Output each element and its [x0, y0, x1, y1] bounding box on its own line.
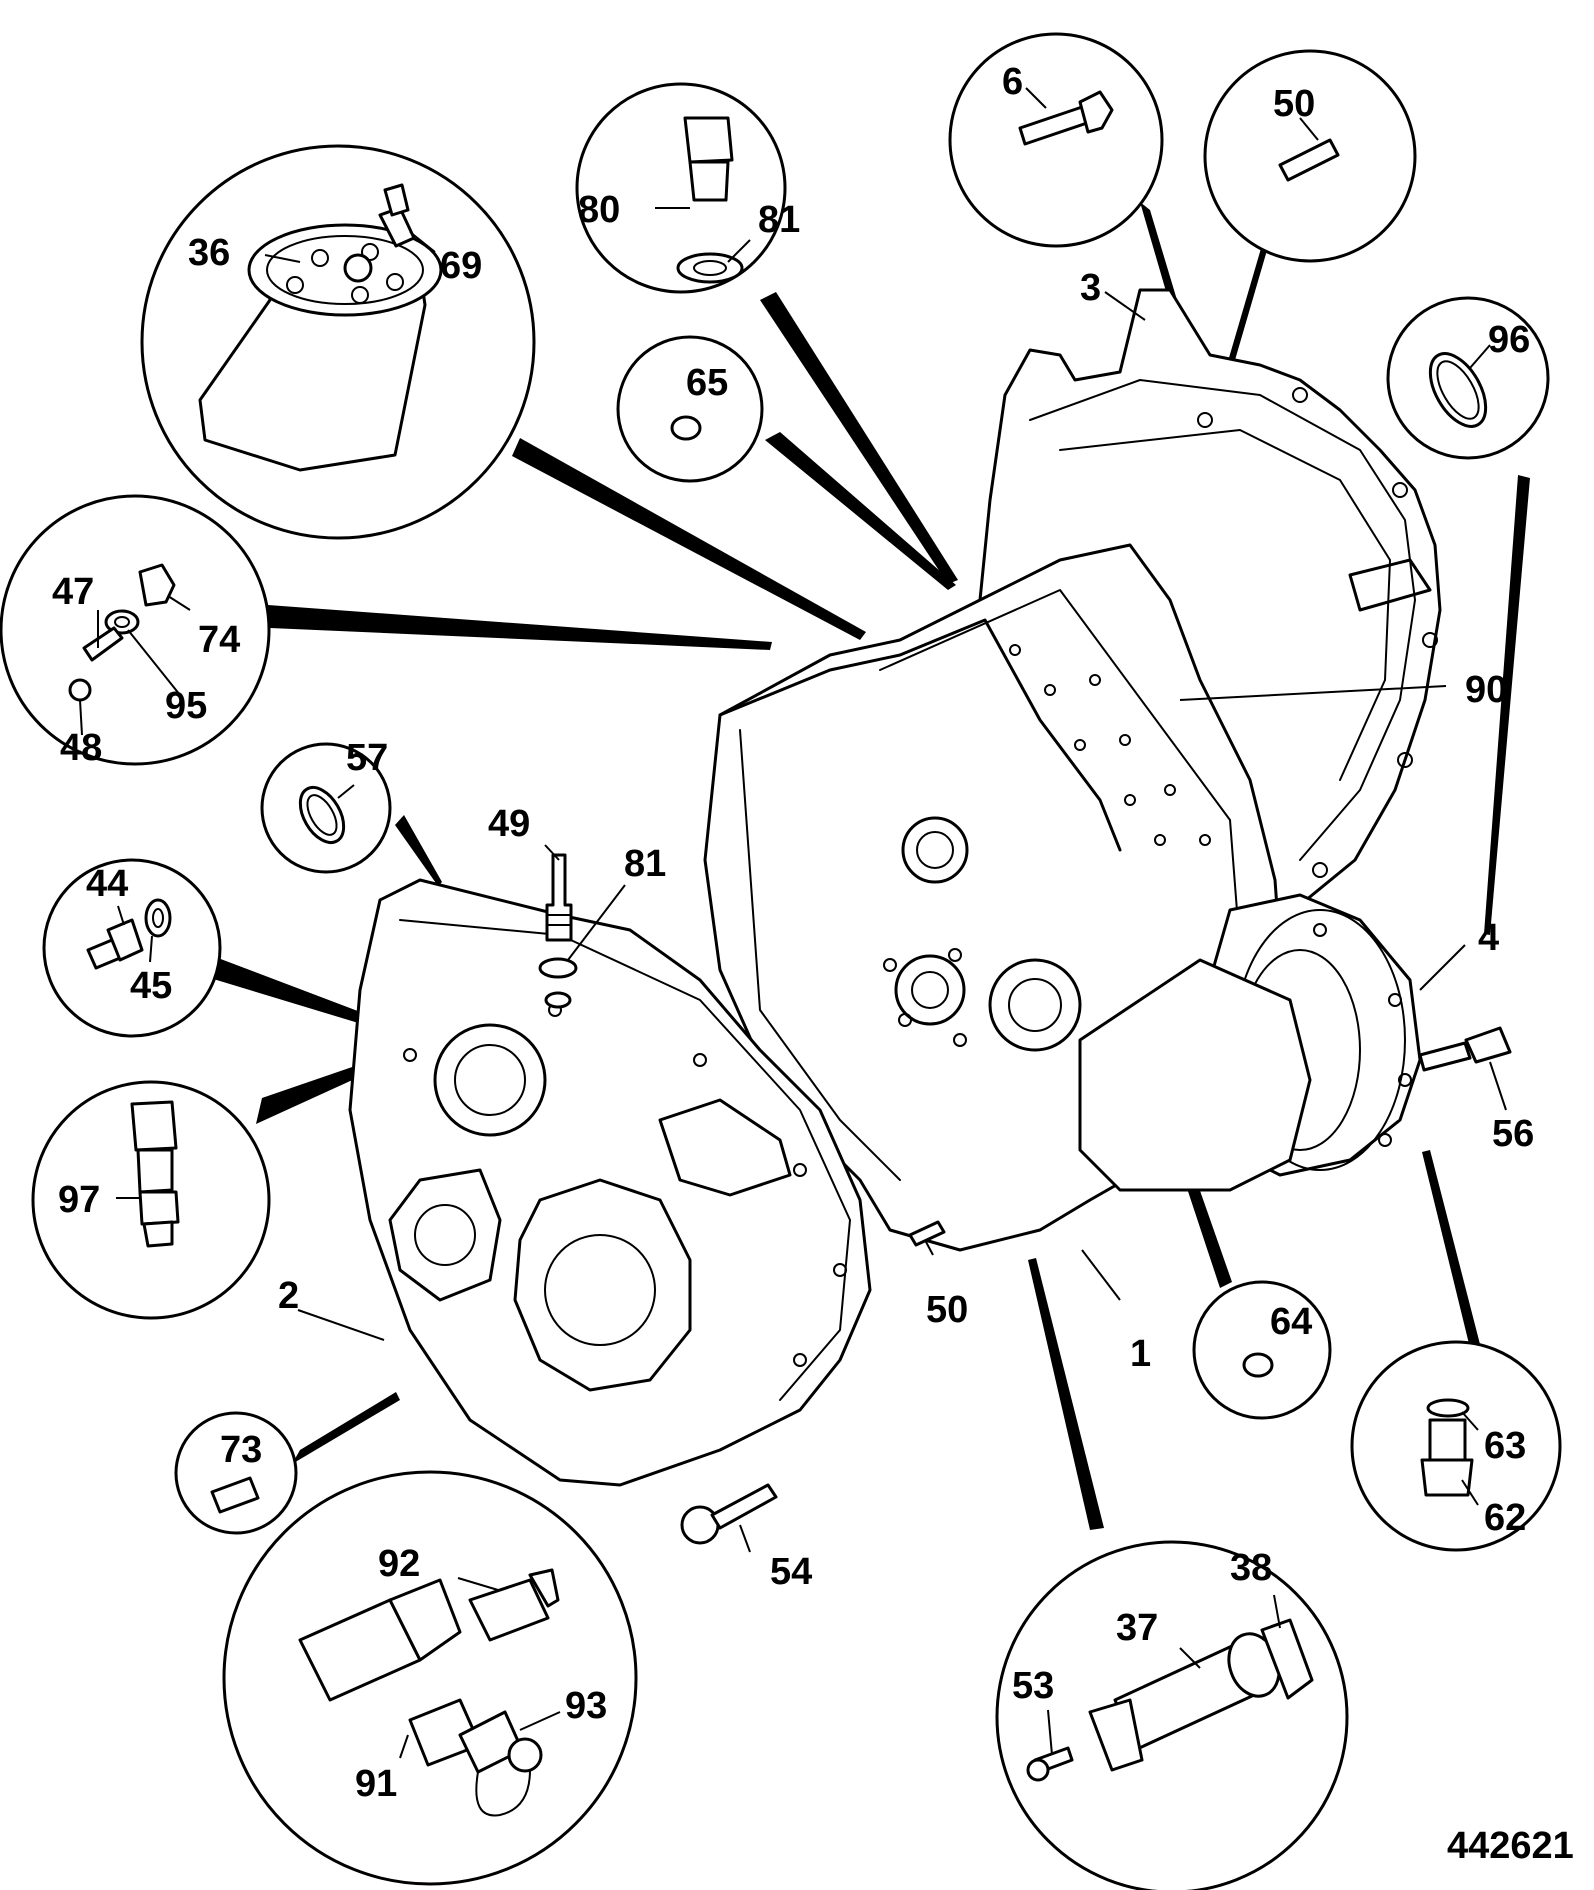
callout-44: 44	[86, 863, 128, 905]
callout-48: 48	[60, 727, 102, 769]
callout-53: 53	[1012, 1665, 1054, 1707]
callout-57: 57	[346, 737, 388, 779]
callout-38: 38	[1230, 1547, 1272, 1589]
main-callouts: 3 90 4 56 49 81 50 1 2 54	[278, 267, 1534, 1593]
front-cover-part-2	[348, 878, 872, 1487]
callout-54: 54	[770, 1551, 812, 1593]
detail-ring-96-bubble: 96	[1386, 296, 1550, 460]
callout-56: 56	[1492, 1113, 1534, 1155]
detail-bolt-6-bubble: 6	[948, 32, 1164, 248]
detail-sensor-97-bubble: 97	[31, 1080, 271, 1320]
callout-50-main: 50	[926, 1289, 968, 1331]
callout-63: 63	[1484, 1425, 1526, 1467]
callout-2: 2	[278, 1275, 299, 1317]
figure-reference-number: 442621	[1447, 1825, 1574, 1867]
callout-64: 64	[1270, 1301, 1312, 1343]
callout-37: 37	[1116, 1607, 1158, 1649]
callout-1: 1	[1130, 1333, 1151, 1375]
callout-91: 91	[355, 1763, 397, 1805]
callout-49: 49	[488, 803, 530, 845]
callout-6: 6	[1002, 61, 1023, 103]
detail-64-bubble: 64	[1192, 1280, 1332, 1420]
callout-73: 73	[220, 1429, 262, 1471]
detail-plug-73-bubble: 73	[174, 1411, 298, 1535]
callout-65: 65	[686, 362, 728, 404]
callout-74: 74	[198, 619, 240, 661]
callout-45: 45	[130, 965, 172, 1007]
callout-80: 80	[578, 189, 620, 231]
callout-81: 81	[758, 199, 800, 241]
callout-50-top: 50	[1273, 83, 1315, 125]
output-flange-part-4	[1078, 893, 1422, 1192]
callout-93: 93	[565, 1685, 607, 1727]
callout-97: 97	[58, 1179, 100, 1221]
callout-90: 90	[1465, 669, 1507, 711]
callout-81-main: 81	[624, 843, 666, 885]
callout-36: 36	[188, 232, 230, 274]
detail-plug-44-bubble: 44 45	[42, 858, 222, 1038]
detail-ring-57-bubble: 57	[260, 737, 392, 874]
detail-fittings-bubble: 92 93 91	[222, 1470, 638, 1886]
detail-drain-plug-bubble: 63 62	[1350, 1340, 1562, 1552]
callout-92: 92	[378, 1543, 420, 1585]
detail-relief-valve-bubble: 47 74 95 48	[0, 494, 271, 769]
callout-47: 47	[52, 571, 94, 613]
leader-lines	[297, 291, 1507, 1553]
detail-filter-bubble: 36 69	[140, 144, 536, 540]
detail-65-bubble: 65	[616, 335, 764, 483]
callout-4: 4	[1478, 917, 1499, 959]
callout-69: 69	[440, 245, 482, 287]
callout-95: 95	[165, 685, 207, 727]
callout-62: 62	[1484, 1497, 1526, 1539]
detail-pressure-sensor-bubble: 80 81	[575, 82, 800, 294]
loose-parts	[538, 853, 1512, 1545]
detail-dowel-50-bubble: 50	[1203, 49, 1417, 263]
detail-tube-bubble: 37 38 53	[995, 1540, 1349, 1890]
callout-3: 3	[1080, 267, 1101, 309]
callout-96: 96	[1488, 319, 1530, 361]
